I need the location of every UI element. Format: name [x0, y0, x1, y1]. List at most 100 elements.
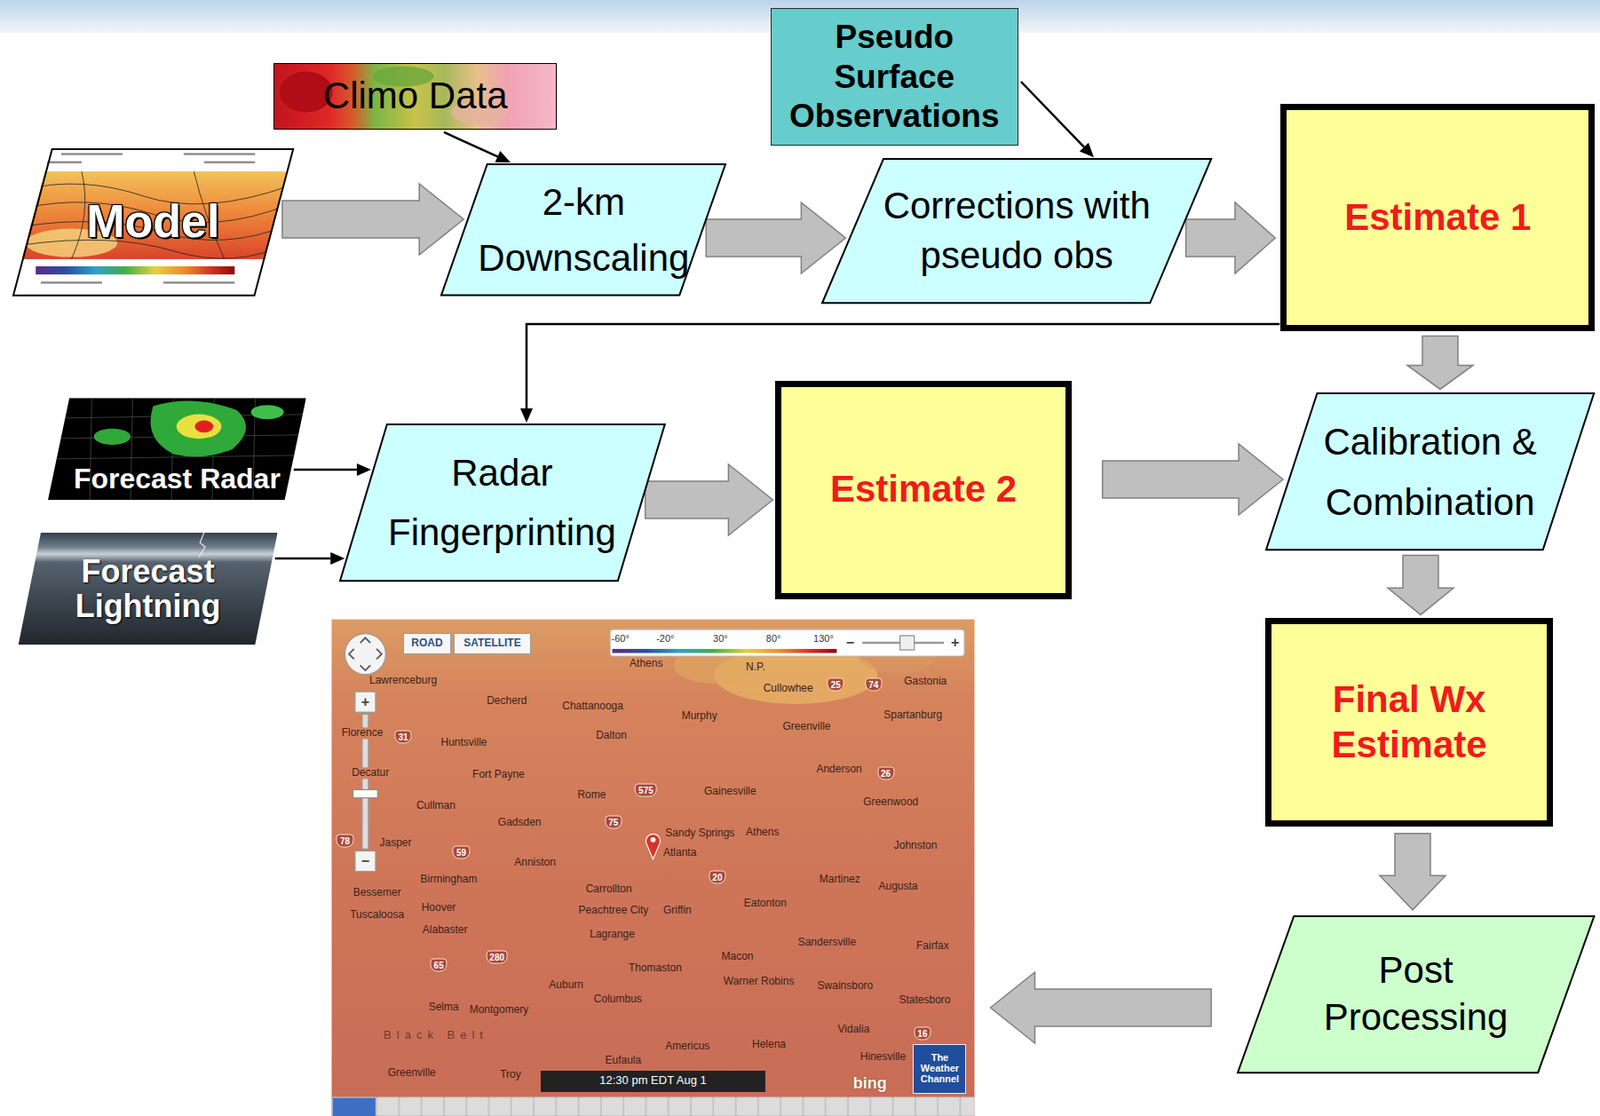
city-label: Griffin [663, 905, 692, 918]
time-bar: 12:30 pm EDT Aug 1 [540, 1070, 766, 1093]
highway-shield: 59 [452, 845, 470, 859]
process-box: Calibration & Combination [1265, 392, 1595, 551]
text-holder: Post Processing [1236, 915, 1595, 1074]
city-label: Selma [428, 1002, 460, 1014]
city-label: Decherd [486, 695, 527, 707]
city-label: Thomaston [628, 962, 682, 975]
city-label: Athens [629, 658, 663, 671]
city-label: Fairfax [916, 941, 950, 953]
process-box-outline [821, 158, 1212, 304]
radar-echo [150, 400, 247, 457]
block-arrow [1379, 833, 1446, 911]
connector-line [1021, 81, 1085, 148]
timeline-current [332, 1098, 376, 1116]
scale-value: -60° [611, 633, 630, 644]
city-label: Anniston [514, 857, 556, 870]
model-footer-mark [40, 281, 103, 284]
block-arrow [645, 464, 774, 536]
city-label: Vidalia [838, 1023, 871, 1036]
block-arrow [1186, 202, 1276, 274]
city-label: Alabaster [422, 925, 468, 937]
map-ground [332, 619, 975, 1116]
block-arrow [282, 183, 464, 255]
flow-arrow [1186, 202, 1276, 274]
zoom-thumb [353, 790, 379, 799]
highway-shield: 575 [634, 783, 658, 797]
text-holder: Model [12, 148, 294, 297]
node-text: Climo Data [323, 74, 508, 118]
process-box: Corrections with pseudo obs [821, 158, 1212, 304]
city-label: Spartanburg [883, 709, 943, 721]
opacity-thumb [900, 635, 915, 650]
parallelogram-shape [822, 158, 1212, 303]
text-holder: 2-km Downscaling [440, 163, 727, 296]
city-label: Rome [577, 790, 606, 802]
arrow-head [495, 150, 511, 163]
scale-box [609, 629, 965, 657]
city-label: Decatur [349, 768, 391, 780]
city-label: Americus [665, 1041, 710, 1054]
location-pin [645, 833, 660, 859]
location-pin-dot [650, 837, 657, 843]
city-label: Atlanta [663, 847, 697, 859]
map-control: + [361, 695, 370, 710]
text-holder: Radar Fingerprinting [339, 423, 666, 582]
timeline-strip [332, 1096, 975, 1116]
model-paper [0, 142, 307, 301]
model-header-mark [61, 152, 123, 155]
flow-arrow [1379, 833, 1446, 911]
highway-shield: 20 [708, 871, 726, 885]
city-label: Sandy Springs [665, 827, 735, 840]
model-image [0, 142, 307, 301]
city-label: Greenville [782, 721, 831, 734]
node-text: Forecast Lightning [68, 554, 229, 625]
node-text: The Weather Channel [915, 1053, 964, 1085]
text-holder: The Weather Channel [913, 1045, 966, 1094]
city-label: Jasper [380, 838, 412, 850]
text-holder: ROAD [403, 633, 451, 654]
arrow-head [356, 463, 372, 476]
parallelogram-shape [1266, 393, 1594, 550]
parallelogram-shape [18, 532, 278, 645]
node-text: Estimate 2 [830, 467, 1017, 512]
block-arrow [1407, 335, 1474, 389]
block-arrow [1387, 555, 1454, 616]
city-label: Tuscaloosa [349, 909, 404, 921]
highway-shield: 26 [877, 767, 895, 781]
model-field [22, 171, 290, 260]
zoom-button [355, 850, 376, 872]
highway-shield: 75 [604, 815, 622, 830]
text-holder: Calibration & Combination [1265, 392, 1595, 551]
text-holder: Forecast Radar [47, 397, 307, 500]
flow-arrow [1407, 335, 1474, 389]
pan-control [344, 633, 386, 675]
arrow-head [330, 552, 345, 565]
city-label: Gastonia [903, 675, 947, 688]
city-label: Columbus [594, 994, 642, 1006]
model-header-mark [204, 161, 255, 164]
node-text: Post Processing [1309, 947, 1523, 1041]
scale-value: 30° [712, 633, 729, 644]
lightning-image [9, 530, 286, 649]
connector-line [275, 557, 332, 561]
model-footer-mark [163, 281, 235, 284]
radar-image [40, 392, 317, 505]
process-box-outline [1265, 392, 1595, 551]
flow-arrow [990, 972, 1212, 1044]
city-label: Athens [745, 826, 779, 839]
estimate-box: Estimate 2 [775, 380, 1071, 600]
process-box-outline [1236, 915, 1595, 1074]
estimate-box: Estimate 1 [1280, 103, 1595, 332]
city-label: Warner Robins [723, 975, 795, 988]
city-label: Florence [340, 728, 386, 740]
map-button: ROAD [403, 633, 452, 655]
highway-shield: 31 [394, 729, 412, 744]
city-label: Bessemer [353, 887, 402, 899]
flow-arrow [705, 202, 846, 274]
map-control: + [950, 635, 959, 650]
city-label: Greenwood [863, 797, 919, 809]
map-control: − [846, 635, 855, 650]
city-label: Birmingham [419, 873, 477, 886]
logo-box: The Weather Channel [912, 1044, 967, 1094]
